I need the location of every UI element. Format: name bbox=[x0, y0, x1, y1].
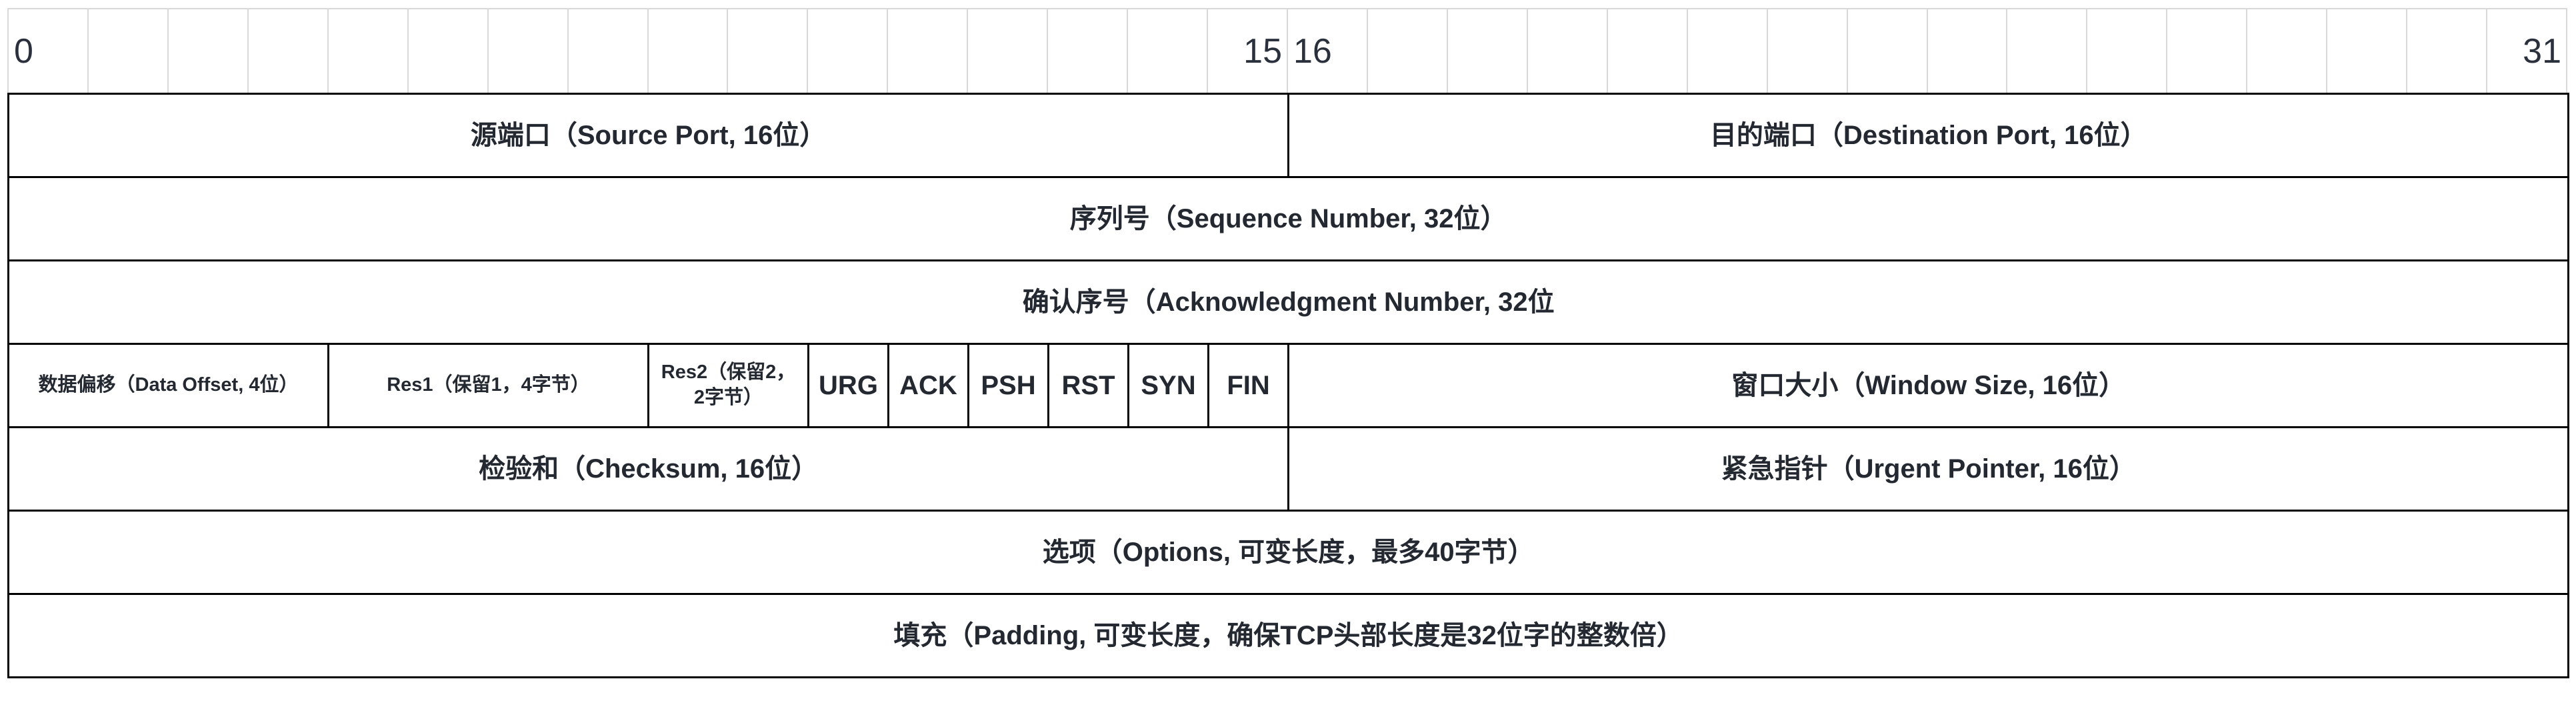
header-row-4: 数据偏移（Data Offset, 4位）Res1（保留1，4字节）Res2（保… bbox=[7, 343, 2570, 428]
bit-tick-cell bbox=[1127, 9, 1207, 93]
field-destination-port: 目的端口（Destination Port, 16位） bbox=[1287, 93, 2570, 178]
bit-tick-cell bbox=[1846, 9, 1927, 93]
bit-tick-cell: 16 bbox=[1287, 9, 1367, 93]
bit-tick-cell: 15 bbox=[1207, 9, 1287, 93]
bit-tick-cell bbox=[487, 9, 567, 93]
bit-tick-cell bbox=[2086, 9, 2166, 93]
header-row-5: 检验和（Checksum, 16位）紧急指针（Urgent Pointer, 1… bbox=[7, 426, 2570, 512]
field-window-size: 窗口大小（Window Size, 16位） bbox=[1287, 343, 2570, 428]
bit-tick-cell bbox=[1926, 9, 2007, 93]
header-row-1: 源端口（Source Port, 16位）目的端口（Destination Po… bbox=[7, 93, 2570, 178]
field-res2: Res2（保留2，2字节） bbox=[647, 343, 809, 428]
field-sequence-number: 序列号（Sequence Number, 32位） bbox=[7, 176, 2570, 261]
flag-rst: RST bbox=[1047, 343, 1129, 428]
tcp-header-diagram: 0 15 16 31 源端口（Source Port, 16位）目的端口（Destin… bbox=[7, 8, 2570, 678]
ruler-label-15: 15 bbox=[1243, 31, 1282, 71]
bit-tick-cell: 0 bbox=[7, 9, 87, 93]
bit-tick-cell bbox=[1366, 9, 1447, 93]
bit-tick-cell bbox=[1446, 9, 1527, 93]
bit-tick-cell bbox=[1766, 9, 1847, 93]
bit-tick-cell bbox=[1686, 9, 1767, 93]
bit-tick-cell bbox=[567, 9, 647, 93]
ruler-label-0: 0 bbox=[14, 31, 33, 71]
header-row-2: 序列号（Sequence Number, 32位） bbox=[7, 176, 2570, 261]
bit-tick-cell bbox=[887, 9, 967, 93]
flag-ack: ACK bbox=[887, 343, 969, 428]
field-checksum: 检验和（Checksum, 16位） bbox=[7, 426, 1290, 512]
bit-tick-cell bbox=[1526, 9, 1607, 93]
ruler-label-16: 16 bbox=[1293, 31, 1332, 71]
tcp-header-table: 源端口（Source Port, 16位）目的端口（Destination Po… bbox=[7, 93, 2570, 678]
bit-tick-cell bbox=[87, 9, 167, 93]
ruler-label-31: 31 bbox=[2523, 31, 2561, 71]
bit-tick-cell bbox=[2246, 9, 2326, 93]
bit-tick-cell bbox=[727, 9, 807, 93]
bit-tick-cell bbox=[327, 9, 407, 93]
bit-tick-cell bbox=[407, 9, 487, 93]
flag-fin: FIN bbox=[1207, 343, 1290, 428]
field-res1: Res1（保留1，4字节） bbox=[327, 343, 649, 428]
header-row-6: 选项（Options, 可变长度，最多40字节） bbox=[7, 510, 2570, 595]
bit-tick-cell bbox=[2166, 9, 2246, 93]
bit-tick-cell: 31 bbox=[2486, 9, 2567, 93]
flag-urg: URG bbox=[807, 343, 889, 428]
bit-tick-cell bbox=[167, 9, 247, 93]
header-row-3: 确认序号（Acknowledgment Number, 32位 bbox=[7, 259, 2570, 345]
field-data-offset: 数据偏移（Data Offset, 4位） bbox=[7, 343, 329, 428]
bit-tick-cell bbox=[2326, 9, 2406, 93]
bit-tick-cell bbox=[1606, 9, 1687, 93]
bit-tick-cell bbox=[967, 9, 1047, 93]
header-row-7: 填充（Padding, 可变长度，确保TCP头部长度是32位字的整数倍） bbox=[7, 593, 2570, 678]
field-acknowledgment-number: 确认序号（Acknowledgment Number, 32位 bbox=[7, 259, 2570, 345]
flag-syn: SYN bbox=[1127, 343, 1209, 428]
bit-ruler: 0 15 16 31 bbox=[7, 8, 2567, 93]
bit-tick-cell bbox=[2006, 9, 2086, 93]
bit-tick-cell bbox=[2406, 9, 2486, 93]
field-urgent-pointer: 紧急指针（Urgent Pointer, 16位） bbox=[1287, 426, 2570, 512]
field-options: 选项（Options, 可变长度，最多40字节） bbox=[7, 510, 2570, 595]
flag-psh: PSH bbox=[967, 343, 1049, 428]
bit-tick-cell bbox=[247, 9, 327, 93]
bit-tick-cell bbox=[1047, 9, 1127, 93]
field-source-port: 源端口（Source Port, 16位） bbox=[7, 93, 1290, 178]
field-padding: 填充（Padding, 可变长度，确保TCP头部长度是32位字的整数倍） bbox=[7, 593, 2570, 678]
bit-tick-cell bbox=[647, 9, 727, 93]
bit-tick-cell bbox=[807, 9, 887, 93]
